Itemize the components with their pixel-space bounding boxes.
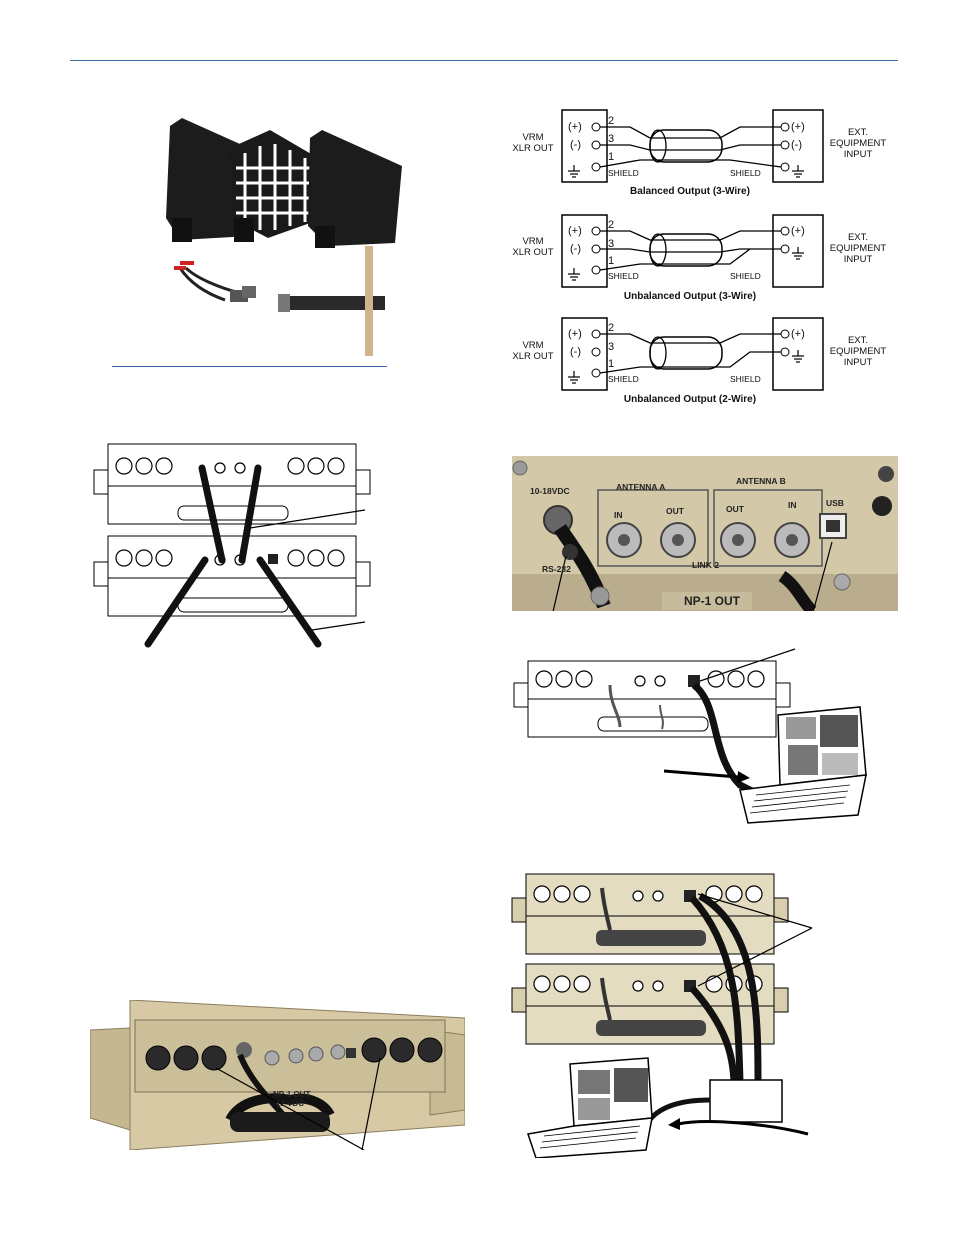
diagram-caption: Unbalanced Output (2-Wire) (623, 394, 757, 405)
photo-rule (112, 366, 387, 367)
rack-unit-photo: NP-1 OUT 12 VDC (89, 999, 466, 1151)
pin-number-label: 1 (608, 151, 615, 163)
rack-np1-label: NP-1 OUT (273, 1090, 311, 1099)
antenna-a-label: ANTENNA A (616, 482, 666, 492)
wiring-diagrams (490, 100, 910, 410)
np1-out-label: NP-1 OUT (684, 594, 741, 608)
pin-plus-label: (+) (568, 225, 582, 237)
pin-number-label: 2 (608, 219, 615, 231)
pin-plus-label: (+) (791, 121, 805, 133)
pin-plus-label: (+) (791, 328, 805, 340)
stacked-units-link-drawing (90, 440, 380, 650)
shield-label: SHIELD (608, 271, 639, 281)
antenna-b-label: ANTENNA B (736, 476, 786, 486)
pin-number-label: 3 (608, 133, 615, 145)
unbalanced-3wire-diagram (561, 214, 824, 288)
shield-label: SHIELD (608, 168, 639, 178)
pin-minus-label: (-) (570, 139, 581, 151)
diagram-caption: Unbalanced Output (3-Wire) (623, 291, 757, 302)
antenna-products-photo (150, 118, 410, 358)
pin-plus-label: (+) (568, 328, 582, 340)
rear-panel-photo: 10-18VDC ANTENNA A ANTENNA B USB IN OUT … (512, 456, 898, 611)
pin-number-label: 2 (608, 322, 615, 334)
pin-number-label: 3 (608, 341, 615, 353)
shield-label: SHIELD (608, 374, 639, 384)
voltage-label: 10-18VDC (530, 486, 570, 496)
antenna-a-out-label: OUT (666, 506, 684, 516)
pin-minus-label: (-) (570, 346, 581, 358)
antenna-b-in-label: IN (788, 500, 797, 510)
antenna-a-in-label: IN (614, 510, 623, 520)
antenna-b-out-label: OUT (726, 504, 744, 514)
pin-number-label: 1 (608, 358, 615, 370)
pin-minus-label: (-) (791, 139, 802, 151)
link-2-label: LINK 2 (692, 560, 719, 570)
shield-label: SHIELD (730, 168, 761, 178)
diagram-caption: Balanced Output (3-Wire) (630, 186, 750, 197)
pin-plus-label: (+) (791, 225, 805, 237)
pin-plus-label: (+) (568, 121, 582, 133)
pin-number-label: 2 (608, 115, 615, 127)
balanced-3wire-diagram (561, 109, 824, 183)
shield-label: SHIELD (730, 271, 761, 281)
header-rule (70, 60, 898, 61)
rs232-label: RS-232 (542, 564, 571, 574)
pin-number-label: 3 (608, 238, 615, 250)
two-units-usb-hub-drawing (508, 868, 900, 1159)
shield-label: SHIELD (730, 374, 761, 384)
usb-label: USB (826, 498, 844, 508)
unit-usb-laptop-drawing (510, 645, 900, 825)
unbalanced-2wire-diagram (561, 317, 824, 391)
pin-number-label: 1 (608, 255, 615, 267)
rack-vdc-label: 12 VDC (276, 1099, 305, 1108)
pin-minus-label: (-) (570, 243, 581, 255)
